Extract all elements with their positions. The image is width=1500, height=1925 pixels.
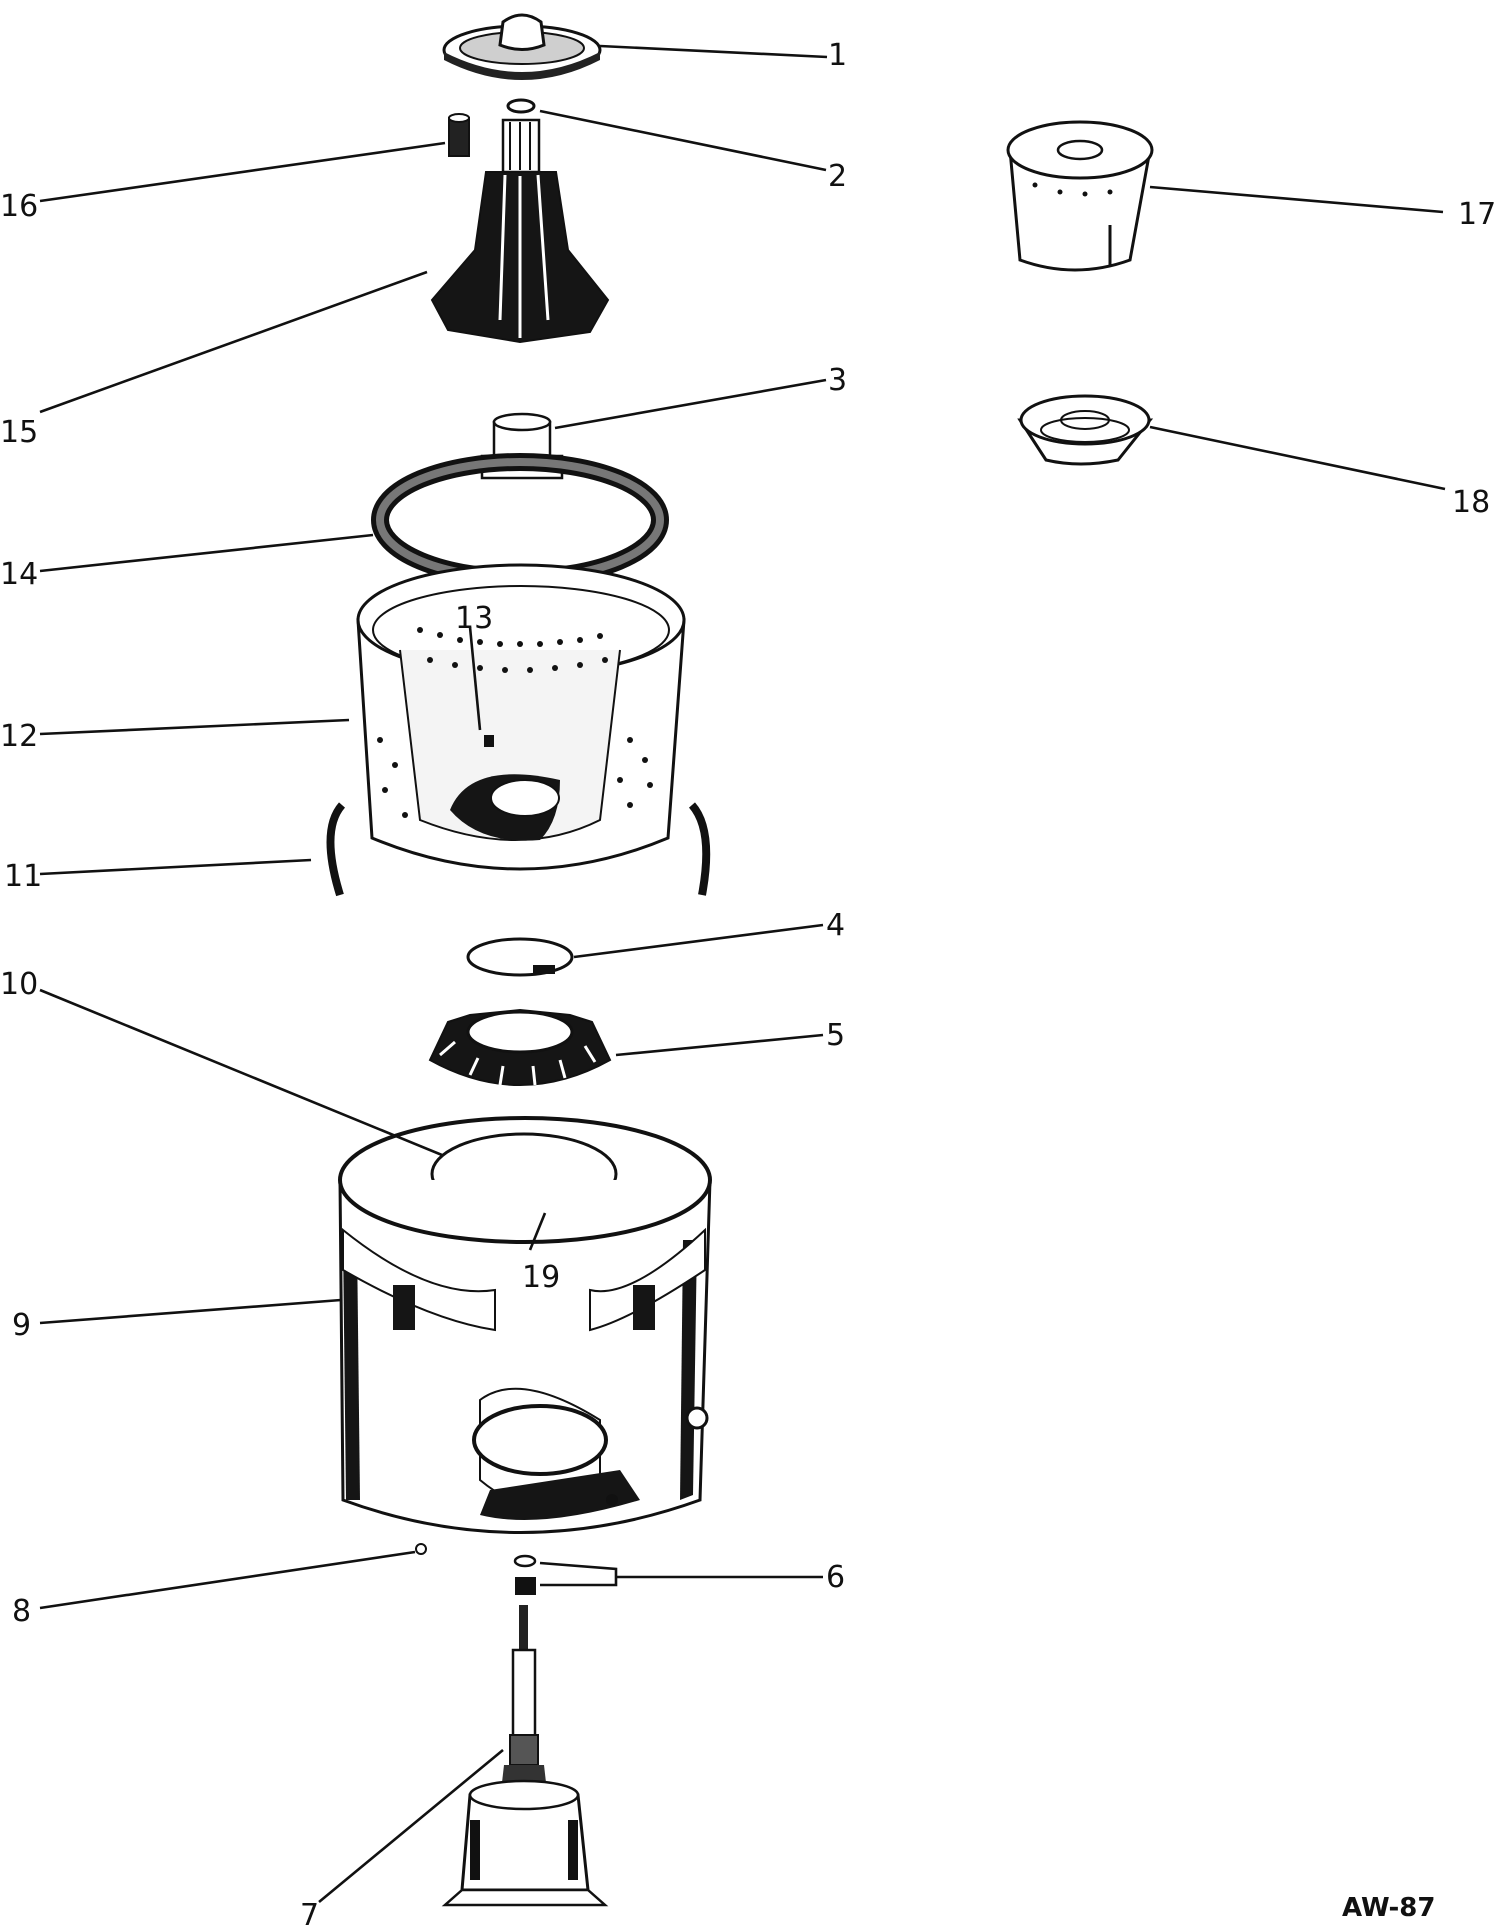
callout-9: 9 [12,1308,31,1343]
part-4-clamp [466,937,574,977]
callout-14: 14 [0,557,38,592]
part-8-fitting [415,1543,427,1555]
part-18-drive-cup [1017,394,1154,466]
part-1-agitator-cap [442,13,602,80]
callout-11: 11 [4,859,42,894]
part-6-bearing-nut [513,1554,537,1595]
callout-4: 4 [826,908,845,943]
callout-18: 18 [1452,485,1490,520]
part-16-bushing [448,113,470,157]
callout-16: 16 [0,189,38,224]
part-7-transmission [441,1605,609,1907]
callout-2: 2 [828,159,847,194]
callout-8: 8 [12,1594,31,1629]
callout-7: 7 [300,1898,319,1925]
figure-code: AW-87 [1342,1893,1435,1923]
callout-17: 17 [1458,197,1496,232]
callout-1: 1 [828,38,847,73]
callout-6: 6 [826,1560,845,1595]
part-15-agitator [430,118,610,344]
part-5-seal [428,1008,612,1086]
callout-19: 19 [522,1260,560,1295]
part-17-hub-housing [1006,120,1154,272]
callout-3: 3 [828,363,847,398]
callout-10: 10 [0,967,38,1002]
part-12-spin-basket [356,563,686,871]
callout-15: 15 [0,415,38,450]
callout-12: 12 [0,719,38,754]
part-14-balance-ring [371,453,669,587]
callout-13: 13 [455,601,493,636]
callout-5: 5 [826,1018,845,1053]
part-9-outer-tub [338,1116,712,1534]
part-11-clip-left [326,802,346,897]
leader-lines [39,44,1446,1904]
part-2-o-ring [506,98,536,114]
part-11-clip-right [688,802,711,896]
callout-labels: 1 2 3 4 5 6 7 8 9 10 11 12 13 14 15 16 1… [0,38,1496,1925]
